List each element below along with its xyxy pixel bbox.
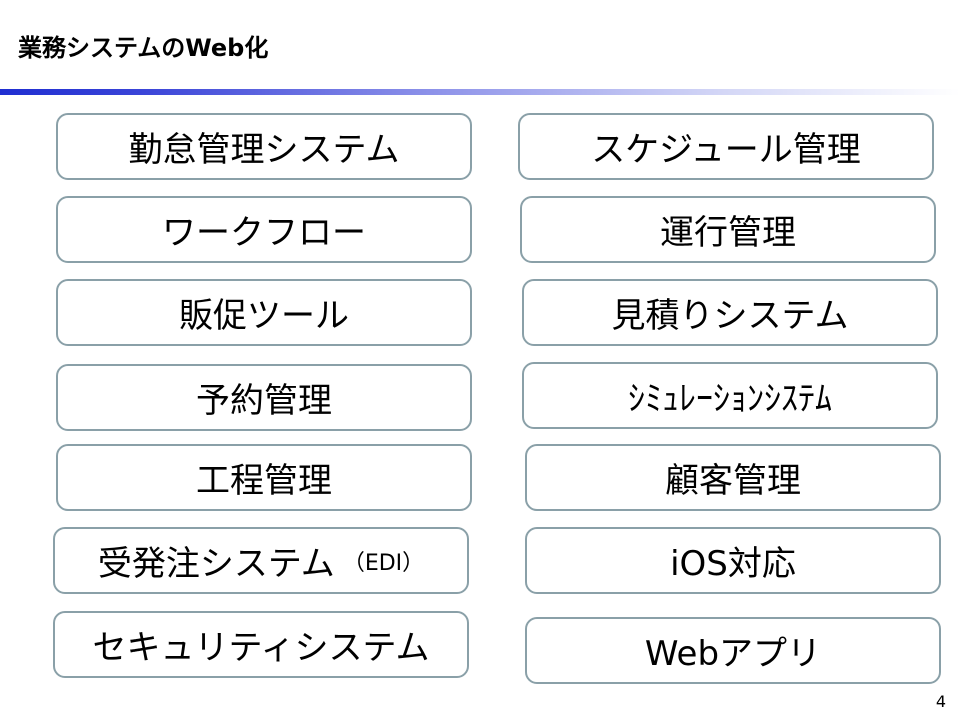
item-box-process-management: 工程管理	[56, 444, 472, 511]
item-box-sales-promotion-tools: 販促ツール	[56, 279, 472, 346]
item-label-suffix: （EDI）	[342, 550, 425, 576]
item-label: セキュリティシステム	[92, 628, 430, 668]
item-box-simulation-system: ｼﾐｭﾚｰｼｮﾝｼｽﾃﾑ	[522, 362, 938, 429]
slide-title: 業務システムのWeb化	[18, 34, 269, 62]
item-box-reservation-management: 予約管理	[56, 364, 472, 431]
item-label: iOS対応	[670, 544, 796, 584]
item-label: 受発注システム	[97, 544, 335, 584]
item-label: ｼﾐｭﾚｰｼｮﾝｼｽﾃﾑ	[628, 379, 832, 419]
item-box-order-system-edi: 受発注システム （EDI）	[53, 527, 469, 594]
item-box-customer-management: 顧客管理	[525, 444, 941, 511]
item-box-web-app: Webアプリ	[525, 617, 941, 684]
item-box-ios-support: iOS対応	[525, 527, 941, 594]
item-label: スケジュール管理	[591, 130, 861, 170]
item-box-schedule-management: スケジュール管理	[518, 113, 934, 180]
title-underline	[0, 89, 960, 95]
item-label: 運行管理	[660, 213, 796, 253]
item-box-estimate-system: 見積りシステム	[522, 279, 938, 346]
item-label: 見積りシステム	[611, 296, 849, 336]
item-label: 予約管理	[196, 381, 332, 421]
item-label: 勤怠管理システム	[128, 130, 400, 170]
item-box-workflow: ワークフロー	[56, 196, 472, 263]
item-label: ワークフロー	[162, 213, 366, 253]
item-box-operation-management: 運行管理	[520, 196, 936, 263]
item-label: 販促ツール	[179, 296, 349, 336]
item-label: Webアプリ	[644, 634, 822, 674]
item-label: 顧客管理	[665, 461, 801, 501]
page-number: 4	[935, 692, 946, 711]
item-box-attendance-management: 勤怠管理システム	[56, 113, 472, 180]
item-label: 工程管理	[196, 461, 332, 501]
item-box-security-system: セキュリティシステム	[53, 611, 469, 678]
